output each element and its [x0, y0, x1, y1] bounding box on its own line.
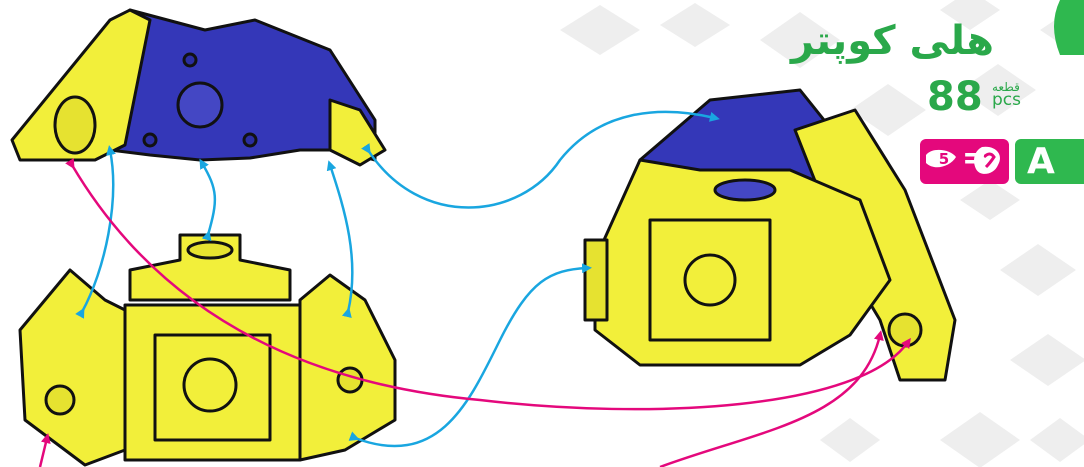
piece-count: 88	[927, 74, 983, 120]
corner-decoration	[1054, 0, 1084, 55]
hand-icon	[926, 146, 1001, 174]
top-blue-assembly	[10, 8, 387, 167]
magenta-arrows	[38, 158, 911, 467]
pieces-label-fa: قطعه	[992, 80, 1020, 94]
rotation-badge: 5 =	[920, 139, 1009, 184]
step-label: A	[1015, 139, 1084, 184]
right-assembly	[583, 88, 957, 382]
model-title: هلی کوپتر	[790, 18, 994, 64]
bottom-yellow-assembly	[18, 233, 397, 467]
rotation-number: 5	[938, 150, 950, 168]
pieces-label-en: pcs	[992, 90, 1021, 110]
equals-sign: =	[962, 141, 988, 176]
background-pattern	[560, 0, 1084, 467]
